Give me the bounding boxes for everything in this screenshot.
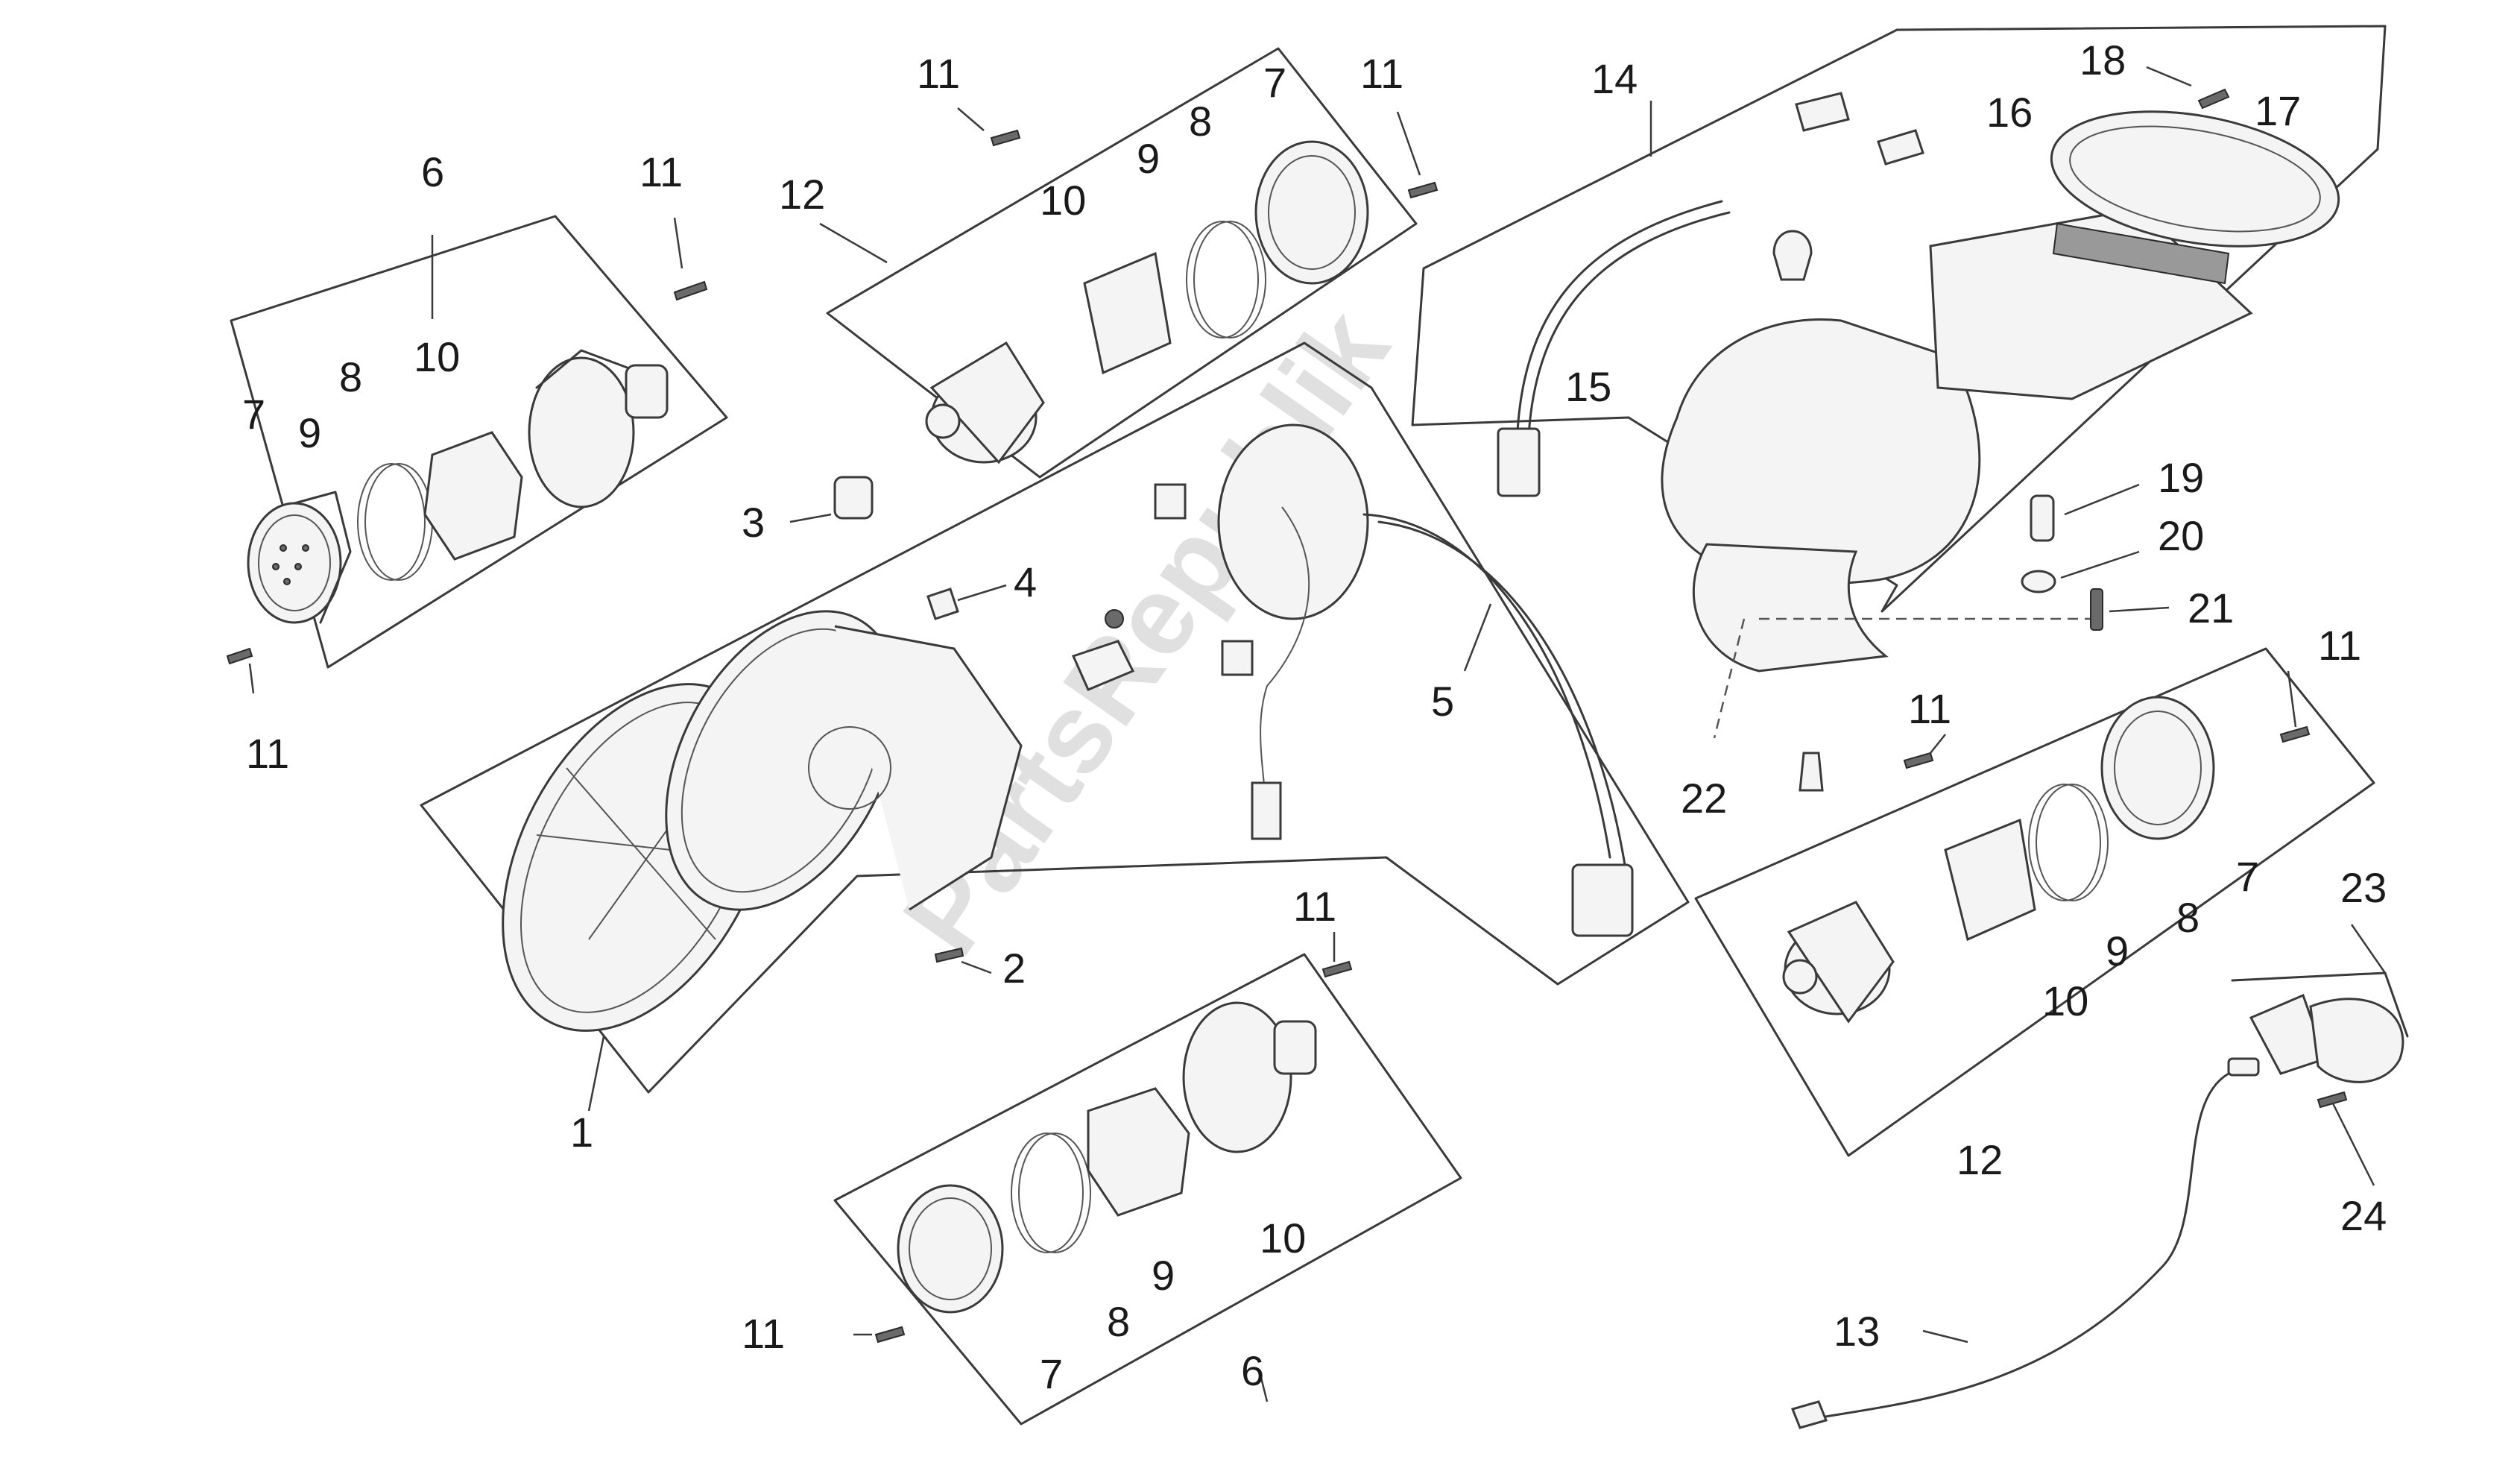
label-5: 5 (1431, 678, 1454, 725)
label-7-upper-left: 7 (242, 391, 265, 438)
label-2: 2 (1002, 945, 1026, 992)
label-9-top: 9 (1137, 135, 1160, 182)
label-1: 1 (570, 1109, 593, 1156)
label-10-right: 10 (2042, 977, 2088, 1024)
label-13: 13 (1834, 1308, 1880, 1355)
label-18: 18 (2080, 37, 2126, 84)
group-6-lower-indicator (833, 953, 1462, 1426)
label-11-right: 11 (1908, 685, 1951, 732)
label-11-bottom-top: 11 (1293, 883, 1336, 930)
label-14: 14 (1591, 55, 1638, 102)
label-4: 4 (1014, 558, 1037, 605)
leader-lines (248, 66, 2387, 1402)
label-24: 24 (2340, 1192, 2387, 1239)
label-7-bottom: 7 (1040, 1350, 1063, 1397)
callout-labels: 6 11 10 8 7 9 11 11 7 11 8 9 12 10 3 4 5… (242, 37, 2387, 1397)
label-12-right: 12 (1957, 1136, 2003, 1183)
label-11-upper-left: 11 (640, 148, 683, 195)
label-11-right-far: 11 (2318, 622, 2361, 669)
label-23: 23 (2340, 864, 2387, 911)
label-22: 22 (1681, 775, 1727, 822)
group-1-headlight (420, 341, 1690, 1094)
label-3: 3 (742, 499, 765, 546)
label-17: 17 (2255, 87, 2301, 134)
label-11-lower-left: 11 (246, 730, 289, 777)
label-9-bottom: 9 (1152, 1252, 1175, 1299)
label-9-upper-left: 9 (298, 409, 321, 456)
label-6-bottom: 6 (1241, 1347, 1264, 1394)
label-7-right: 7 (2236, 853, 2259, 900)
group-12-right-indicator (1694, 647, 2375, 1157)
label-10-top: 10 (1040, 177, 1086, 224)
label-9-right: 9 (2106, 927, 2129, 974)
label-11-top: 11 (917, 50, 960, 97)
group-14-tail-light (1411, 25, 2387, 792)
label-16: 16 (1986, 89, 2033, 136)
label-8-bottom: 8 (1107, 1298, 1130, 1345)
label-6-upper: 6 (421, 148, 444, 195)
group-12-upper-indicator (826, 47, 1439, 479)
label-10-bottom: 10 (1260, 1215, 1306, 1261)
label-11-top-right: 11 (1360, 50, 1403, 97)
label-10-upper-left: 10 (414, 333, 460, 380)
label-20: 20 (2158, 512, 2204, 559)
label-8-right: 8 (2176, 894, 2200, 941)
label-7-top: 7 (1263, 59, 1286, 106)
group-23-plate-light (1790, 971, 2409, 1429)
label-8-top: 8 (1189, 98, 1212, 145)
label-11-bottom-left: 11 (742, 1310, 785, 1357)
group-6-upper-left-indicator (226, 215, 728, 669)
label-8-upper-left: 8 (339, 353, 362, 400)
label-12-top: 12 (779, 171, 825, 218)
label-19: 19 (2158, 454, 2204, 501)
label-21: 21 (2188, 585, 2234, 631)
label-15: 15 (1565, 363, 1611, 410)
